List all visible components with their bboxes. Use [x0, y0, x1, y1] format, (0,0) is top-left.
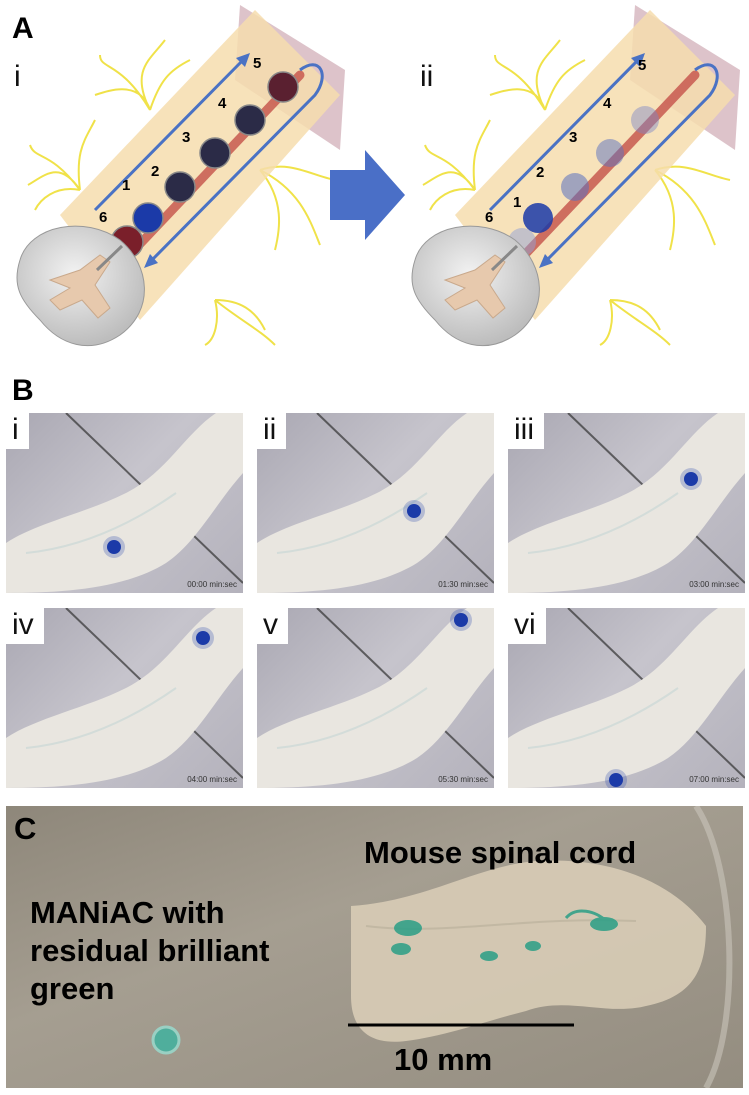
gray-matter [48, 254, 111, 319]
timelapse-frame: vi 07:00 min:sec [508, 608, 745, 788]
maniac-label-2: residual brilliant [30, 933, 270, 968]
frame-timestamp: 05:30 min:sec [438, 775, 488, 784]
panel-c-label: C [14, 811, 37, 846]
frame-label: iii [508, 413, 544, 449]
subpanel-ii-label: ii [420, 60, 434, 93]
frame-timestamp: 03:00 min:sec [689, 580, 739, 589]
dye-spheres [110, 71, 299, 259]
frame-timestamp: 04:00 min:sec [187, 775, 237, 784]
nerve-fibers [27, 39, 336, 346]
frame-timestamp: 01:30 min:sec [438, 580, 488, 589]
timelapse-frame: ii 01:30 min:sec [257, 413, 494, 593]
frame-timestamp: 07:00 min:sec [689, 775, 739, 784]
num-4-ii: 4 [603, 95, 612, 112]
num-4-i: 4 [218, 95, 227, 112]
num-6-i: 6 [99, 209, 107, 226]
dye-marks [391, 909, 618, 961]
num-2-ii: 2 [536, 164, 544, 181]
timelapse-frame: i 00:00 min:sec [6, 413, 243, 593]
frame-label: vi [508, 608, 546, 644]
subpanel-i-label: i [14, 60, 21, 93]
timelapse-frame: iv 04:00 min:sec [6, 608, 243, 788]
arrow-up [93, 56, 247, 212]
panel-c-scene [151, 806, 733, 1088]
frame-timestamp: 00:00 min:sec [187, 580, 237, 589]
frame-label: v [257, 608, 288, 644]
frame-label: iv [6, 608, 44, 644]
spinal-cord-title: Mouse spinal cord [364, 835, 637, 870]
panel-a-label: A [12, 12, 34, 45]
num-6-ii: 6 [485, 209, 493, 226]
num-2-i: 2 [151, 163, 159, 180]
transition-arrow [330, 150, 405, 240]
spinal-cord-sample [351, 860, 706, 1042]
panel-b-label: B [12, 374, 34, 407]
scale-bar-label: 10 mm [394, 1042, 493, 1077]
maniac-label-1: MANiAC with [30, 895, 225, 930]
maniac-label-3: green [30, 971, 115, 1006]
num-5-i: 5 [253, 55, 261, 72]
frame-label: i [6, 413, 29, 449]
frame-label: ii [257, 413, 287, 449]
schematic-ii: 6 1 2 3 4 5 [411, 5, 740, 347]
panel-a-illustration: 6 1 2 3 4 5 6 [16, 5, 740, 347]
num-3-i: 3 [182, 129, 190, 146]
panel-c-photo: C Mouse spinal cord MANiAC with residual… [6, 806, 743, 1088]
num-3-ii: 3 [569, 129, 577, 146]
schematic-i [16, 5, 345, 347]
num-1-i: 1 [122, 177, 130, 194]
num-5-ii: 5 [638, 57, 646, 74]
timelapse-frame: iii 03:00 min:sec [508, 413, 745, 593]
return-arrow [148, 63, 324, 264]
timelapse-frame: v 05:30 min:sec [257, 608, 494, 788]
maniac-device [151, 1025, 181, 1055]
num-1-ii: 1 [513, 194, 521, 211]
